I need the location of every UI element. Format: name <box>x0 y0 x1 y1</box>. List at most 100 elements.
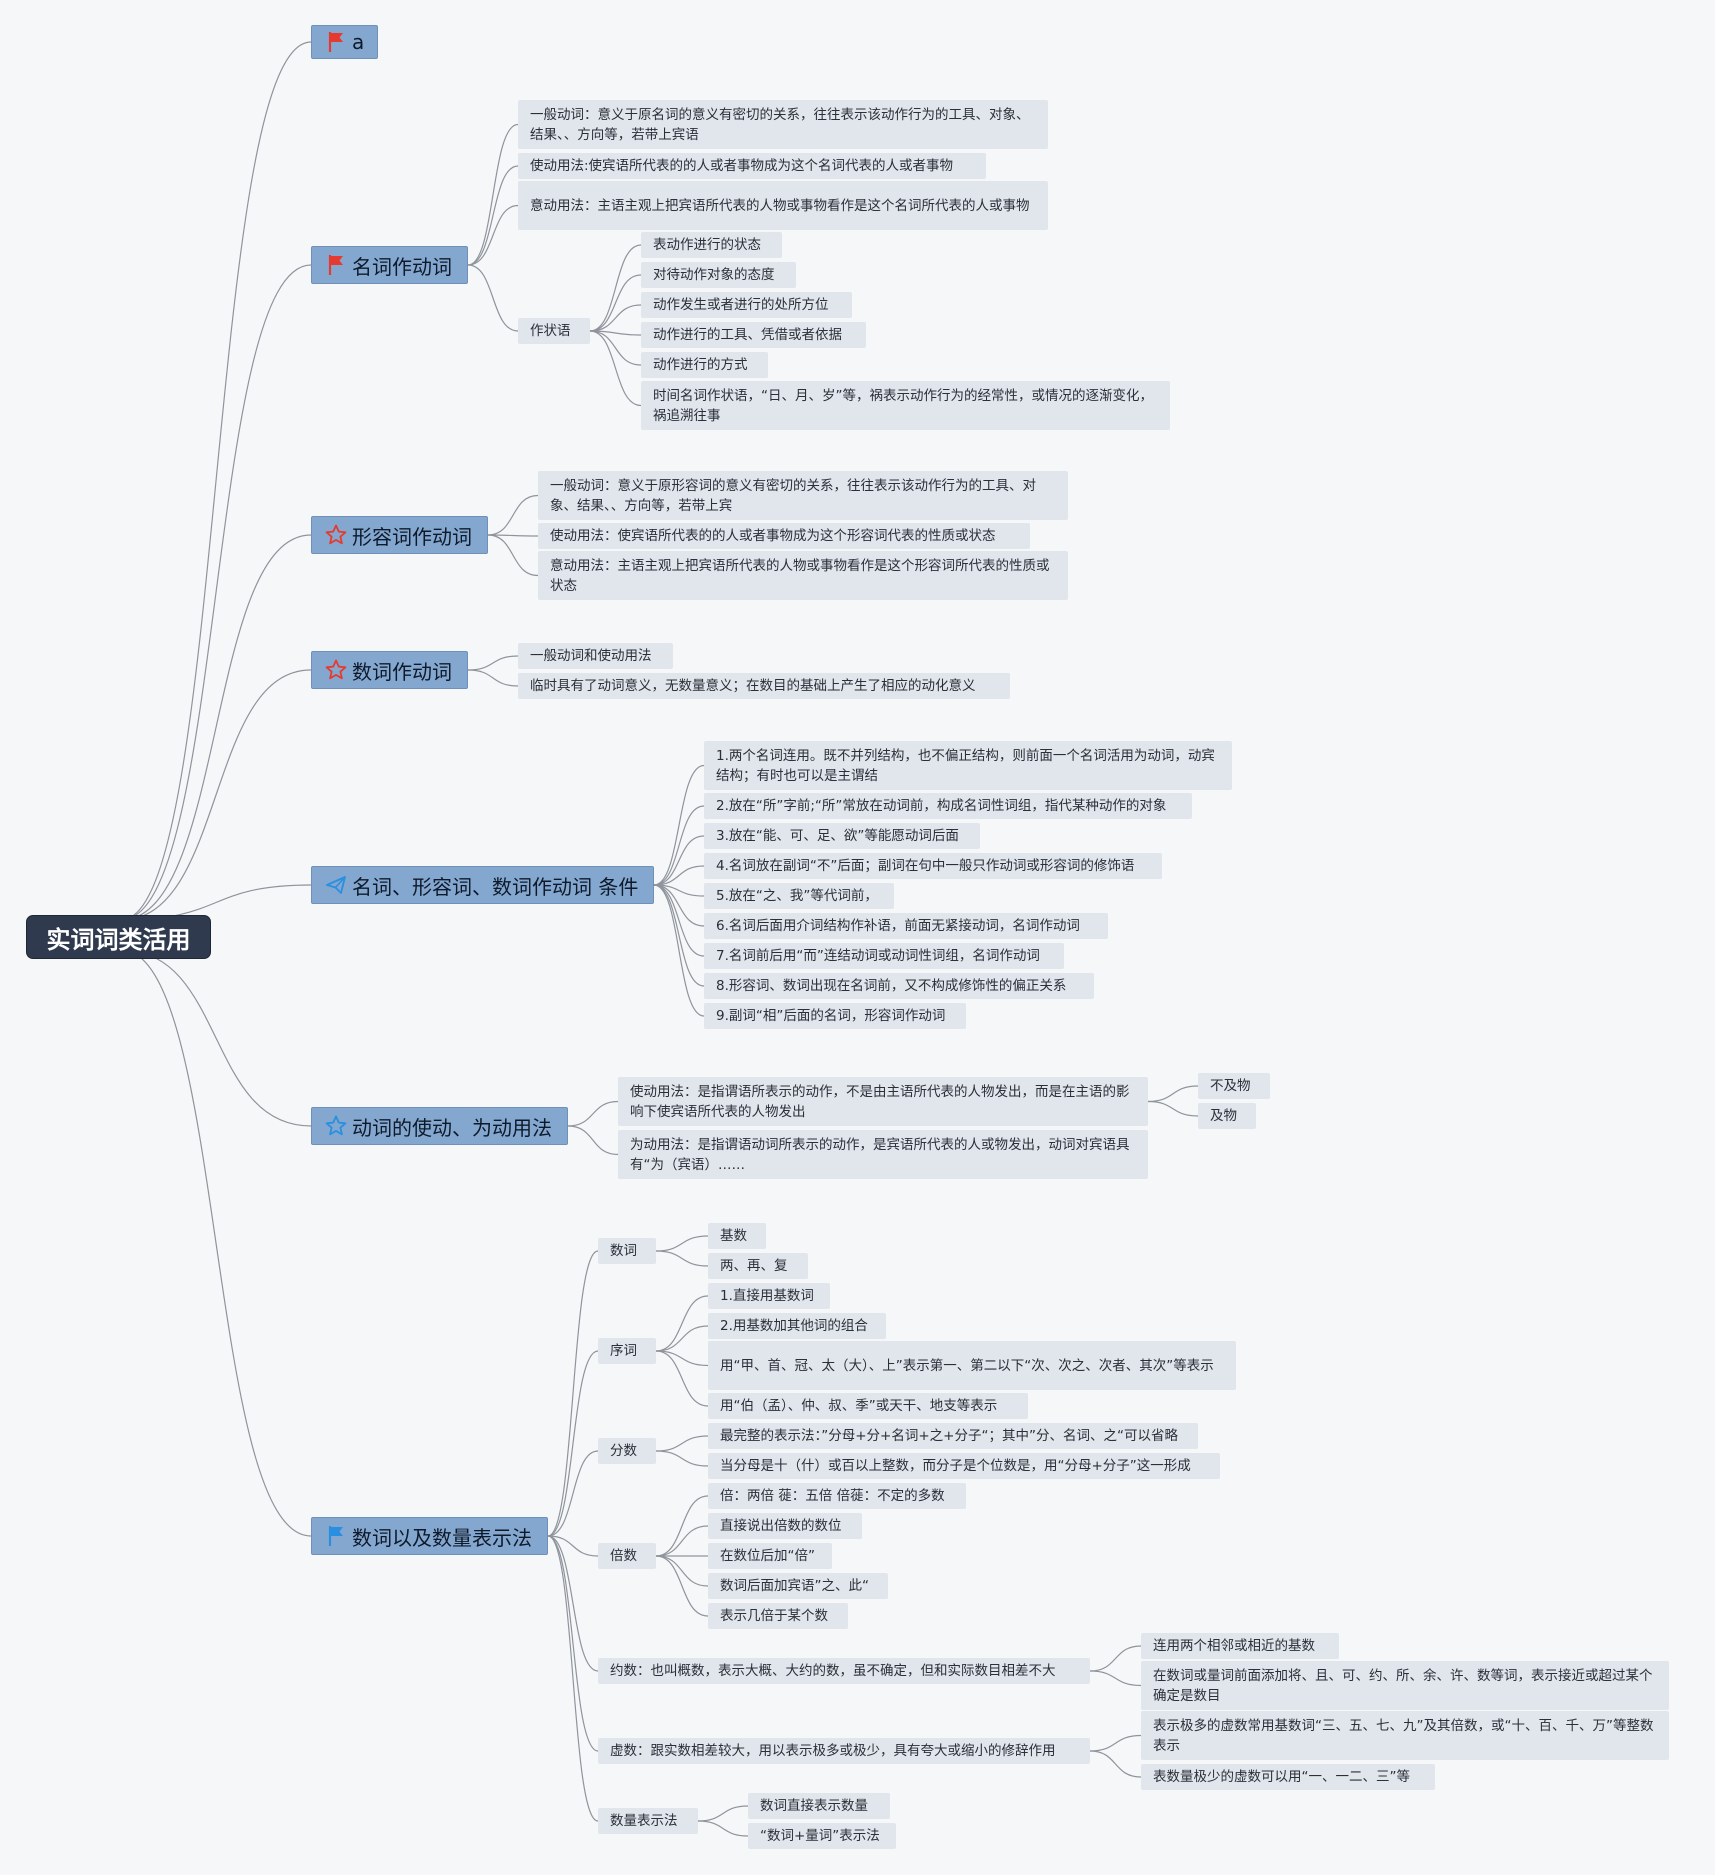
connector-line <box>655 1525 709 1557</box>
leaf-b4-3[interactable]: 4.名词放在副词“不”后面；副词在句中一般只作动词或形容词的修饰语 <box>704 853 1162 879</box>
connector-line <box>547 1350 599 1537</box>
branch-noun-as-verb[interactable]: 名词作动词 <box>311 246 468 284</box>
leaf-b6-imaginary[interactable]: 虚数：跟实数相差较大，用以表示极多或极少，具有夸大或缩小的修辞作用 <box>598 1738 1090 1764</box>
branch-label: 名词、形容词、数词作动词 条件 <box>352 874 639 899</box>
branch-label: 动词的使动、为动用法 <box>352 1115 552 1140</box>
branch-adjective-as-verb[interactable]: 形容词作动词 <box>311 516 488 554</box>
leaf-b6-ord-1[interactable]: 2.用基数加其他词的组合 <box>708 1313 886 1339</box>
leaf-b1-adverbial[interactable]: 作状语 <box>518 318 590 344</box>
connector-line <box>589 304 642 332</box>
leaf-b6-approx-1[interactable]: 在数词或量词前面添加将、且、可、约、所、余、许、数等词，表示接近或超过某个确定是… <box>1141 1661 1669 1710</box>
leaf-b6-imag-0[interactable]: 表示极多的虚数常用基数词“三、五、七、九”及其倍数，或“十、百、千、万”等整数表… <box>1141 1711 1669 1760</box>
leaf-b1-general-verb[interactable]: 一般动词：意义于原名词的意义有密切的关系，往往表示该动作行为的工具、对象、结果、… <box>518 100 1048 149</box>
leaf-b3-1[interactable]: 临时具有了动词意义，无数量意义；在数目的基础上产生了相应的动化意义 <box>518 673 1010 699</box>
leaf-b6-ordinals[interactable]: 序词 <box>598 1338 656 1364</box>
leaf-b1-adv-5[interactable]: 时间名词作状语，“日、月、岁”等，祸表示动作行为的经常性，或情况的逐渐变化，祸追… <box>641 381 1170 430</box>
connector-line <box>467 655 519 671</box>
leaf-b4-7[interactable]: 8.形容词、数词出现在名词前，又不构成修饰性的偏正关系 <box>704 973 1094 999</box>
root-topic-label: 实词词类活用 <box>46 925 191 954</box>
leaf-b6-ord-2[interactable]: 用“甲、首、冠、太（大）、上”表示第一、第二以下“次、次之、次者、其次”等表示 <box>708 1341 1236 1390</box>
leaf-b4-4[interactable]: 5.放在“之、我”等代词前， <box>704 883 894 909</box>
leaf-b6-frac-0[interactable]: 最完整的表示法：”分母+分+名词+之+分子“；其中”分、名词、之“可以省略 <box>708 1423 1198 1449</box>
leaf-b4-2[interactable]: 3.放在“能、可、足、欲”等能愿动词后面 <box>704 823 980 849</box>
leaf-b2-general-verb[interactable]: 一般动词：意义于原形容词的意义有密切的关系，往往表示该动作行为的工具、对象、结果… <box>538 471 1068 520</box>
leaf-b1-adv-1[interactable]: 对待动作对象的态度 <box>641 262 796 288</box>
connector-line <box>547 1535 599 1672</box>
leaf-b6-ord-0[interactable]: 1.直接用基数词 <box>708 1283 830 1309</box>
connector-line <box>547 1535 599 1557</box>
leaf-b6-imag-1[interactable]: 表数量极少的虚数可以用“一、一二、三”等 <box>1141 1764 1435 1790</box>
leaf-b1-putative[interactable]: 意动用法：主语主观上把宾语所代表的人物或事物看作是这个名词所代表的人或事物 <box>518 181 1048 230</box>
connector-line <box>653 764 705 886</box>
leaf-b1-adv-0[interactable]: 表动作进行的状态 <box>641 232 782 258</box>
connector-line <box>467 204 519 266</box>
leaf-b6-qty-0[interactable]: 数词直接表示数量 <box>748 1793 890 1819</box>
connector-line <box>467 165 519 266</box>
connector-line <box>653 805 705 886</box>
leaf-b5-causative[interactable]: 使动用法：是指谓语所表示的动作，不是由主语所代表的人物发出，而是在主语的影响下使… <box>618 1077 1148 1126</box>
leaf-b6-mul-2[interactable]: 在数位后加“倍” <box>708 1543 832 1569</box>
connector-line <box>1147 1085 1199 1103</box>
blue-flag-icon <box>328 1526 343 1546</box>
connector-line <box>589 244 642 332</box>
root-topic[interactable]: 实词词类活用 <box>26 915 211 959</box>
leaf-b6-numerals[interactable]: 数词 <box>598 1238 656 1264</box>
blue-send-icon <box>326 876 346 894</box>
leaf-b5-for-purpose[interactable]: 为动用法：是指谓语动词所表示的动作，是宾语所代表的人或物发出，动词对宾语具有“为… <box>618 1130 1148 1179</box>
leaf-b1-adv-2[interactable]: 动作发生或者进行的处所方位 <box>641 292 852 318</box>
leaf-b1-adv-3[interactable]: 动作进行的工具、凭借或者依据 <box>641 322 866 348</box>
branch-label: 数词以及数量表示法 <box>352 1525 532 1550</box>
connector-line <box>120 264 312 921</box>
leaf-b6-num-1[interactable]: 两、再、复 <box>708 1253 808 1279</box>
red-flag-icon <box>328 32 343 52</box>
leaf-b6-mul-3[interactable]: 数词后面加宾语”之、此“ <box>708 1573 888 1599</box>
connector-line <box>467 669 519 687</box>
red-flag-icon <box>328 255 343 275</box>
leaf-b4-5[interactable]: 6.名词后面用介词结构作补语，前面无紧接动词，名词作动词 <box>704 913 1108 939</box>
connector-line <box>589 330 642 407</box>
connector-line <box>655 1435 709 1452</box>
leaf-b6-fractions[interactable]: 分数 <box>598 1438 656 1464</box>
connector-line <box>120 41 312 921</box>
leaf-b2-putative[interactable]: 意动用法：主语主观上把宾语所代表的人物或事物看作是这个形容词所代表的性质或状态 <box>538 551 1068 600</box>
leaf-b4-8[interactable]: 9.副词“相”后面的名词，形容词作动词 <box>704 1003 966 1029</box>
connector-line <box>487 534 539 537</box>
leaf-b4-1[interactable]: 2.放在“所”字前;“所”常放在动词前，构成名词性词组，指代某种动作的对象 <box>704 793 1192 819</box>
branch-conditions[interactable]: 名词、形容词、数词作动词 条件 <box>311 866 654 904</box>
leaf-b4-0[interactable]: 1.两个名词连用。既不并列结构，也不偏正结构，则前面一个名词活用为动词，动宾结构… <box>704 741 1232 790</box>
branch-numeral-as-verb[interactable]: 数词作动词 <box>311 651 468 689</box>
red-star-outline-icon <box>325 659 347 680</box>
leaf-b1-causative[interactable]: 使动用法:使宾语所代表的的人或者事物成为这个名词代表的人或者事物 <box>518 153 986 179</box>
connector-line <box>547 1535 599 1752</box>
leaf-b6-quantity[interactable]: 数量表示法 <box>598 1808 698 1834</box>
leaf-b6-mul-4[interactable]: 表示几倍于某个数 <box>708 1603 848 1629</box>
leaf-b6-approx-0[interactable]: 连用两个相邻或相近的基数 <box>1141 1633 1339 1659</box>
branch-label: 名词作动词 <box>352 254 452 279</box>
branch-numbers[interactable]: 数词以及数量表示法 <box>311 1517 548 1555</box>
leaf-b1-adv-4[interactable]: 动作进行的方式 <box>641 352 768 378</box>
connector-line <box>655 1555 709 1587</box>
leaf-b3-0[interactable]: 一般动词和使动用法 <box>518 643 673 669</box>
branch-causative-verb[interactable]: 动词的使动、为动用法 <box>311 1107 568 1145</box>
leaf-b6-mul-1[interactable]: 直接说出倍数的数位 <box>708 1513 862 1539</box>
leaf-b5-intransitive[interactable]: 不及物 <box>1198 1073 1270 1099</box>
leaf-b5-transitive[interactable]: 及物 <box>1198 1103 1256 1129</box>
leaf-b6-mul-0[interactable]: 倍：两倍 蓰：五倍 倍蓰：不定的多数 <box>708 1483 966 1509</box>
connector-line <box>655 1325 709 1352</box>
connector-line <box>655 1555 709 1617</box>
leaf-b6-num-0[interactable]: 基数 <box>708 1223 766 1249</box>
leaf-b6-frac-1[interactable]: 当分母是十（什）或百以上整数，而分子是个位数是，用“分母+分子”这一形成 <box>708 1453 1220 1479</box>
connector-line <box>589 274 642 332</box>
connector-line <box>567 1125 619 1156</box>
leaf-b4-6[interactable]: 7.名词前后用“而”连结动词或动词性词组，名词作动词 <box>704 943 1064 969</box>
connector-line <box>1089 1645 1142 1672</box>
leaf-b2-causative[interactable]: 使动用法：使宾语所代表的的人或者事物成为这个形容词代表的性质或状态 <box>538 523 1030 549</box>
connector-line <box>1089 1670 1142 1687</box>
connector-line <box>467 123 519 266</box>
branch-a[interactable]: a <box>311 25 378 59</box>
leaf-b6-multiples[interactable]: 倍数 <box>598 1543 656 1569</box>
leaf-b6-qty-1[interactable]: “数词+量词”表示法 <box>748 1823 896 1849</box>
leaf-b6-ord-3[interactable]: 用“伯（孟）、仲、叔、季”或天干、地支等表示 <box>708 1393 1028 1419</box>
connector-line <box>120 949 312 1127</box>
leaf-b6-approx[interactable]: 约数：也叫概数，表示大概、大约的数，虽不确定，但和实际数目相差不大 <box>598 1658 1090 1684</box>
